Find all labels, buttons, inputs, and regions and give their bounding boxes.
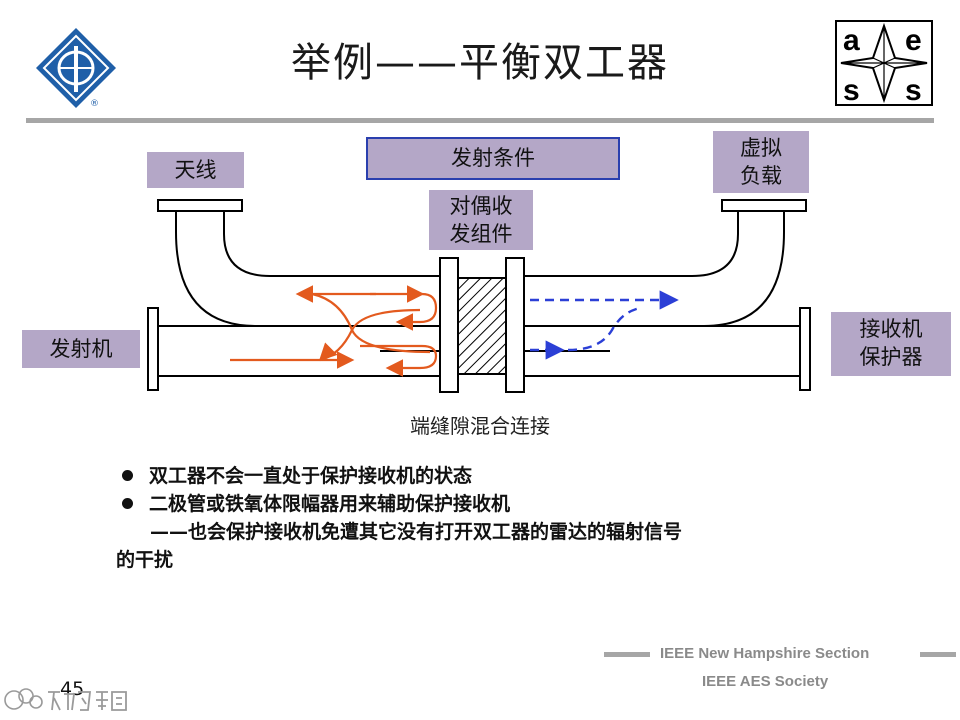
bullet-dot xyxy=(122,498,133,509)
aess-letter-s1: s xyxy=(843,74,860,106)
short-slot-caption: 端缝隙混合连接 xyxy=(410,414,550,438)
receiver-protector-line2: 保护器 xyxy=(859,345,923,369)
right-bend-outer xyxy=(520,211,785,327)
footer-section: IEEE New Hampshire Section xyxy=(660,645,870,662)
receiver-flange xyxy=(799,307,811,391)
gas-tube-section xyxy=(457,277,507,375)
transmit-condition-label: 发射条件 xyxy=(366,137,620,180)
dummy-load-label-line1: 虚拟 xyxy=(740,136,782,160)
footer-line-right xyxy=(920,652,956,657)
dummy-load-label-line2: 负载 xyxy=(740,164,782,188)
bullet-continuation: ——也会保护接收机免遭其它没有打开双工器的雷达的辐射信号 xyxy=(150,521,683,543)
aess-logo: a e s s xyxy=(835,20,933,106)
hybrid-flange-left xyxy=(439,257,459,393)
aess-letter-s2: s xyxy=(905,74,922,106)
tx-cross-2 xyxy=(319,308,421,362)
hybrid-label-line1: 对偶收 xyxy=(449,194,513,218)
bullet-item-2: 二极管或铁氧体限幅器用来辅助保护接收机 xyxy=(116,490,836,518)
left-bend-outer xyxy=(175,211,440,327)
ieee-logo: ® xyxy=(36,28,116,109)
watermark-logo xyxy=(4,688,127,711)
rx-cross xyxy=(567,306,641,352)
hybrid-label-line2: 发组件 xyxy=(449,222,513,246)
aess-letter-e: e xyxy=(905,24,922,57)
hybrid-label: 对偶收 发组件 xyxy=(429,190,533,250)
tx-loop-top xyxy=(370,292,438,331)
hybrid-flange-right xyxy=(505,257,525,393)
dummy-load-flange xyxy=(721,199,807,212)
bullet-continuation-tail: 的干扰 xyxy=(116,549,174,571)
slide-title: 举例——平衡双工器 xyxy=(291,40,669,86)
aess-letter-a: a xyxy=(843,24,860,57)
left-bend-inner xyxy=(223,211,440,277)
footer-line-left xyxy=(604,652,650,657)
receiver-protector-label: 接收机 保护器 xyxy=(831,312,951,376)
footer-society: IEEE AES Society xyxy=(702,673,829,690)
bullet-text: 双工器不会一直处于保护接收机的状态 xyxy=(149,465,473,487)
right-bend-inner xyxy=(520,211,739,277)
antenna-label: 天线 xyxy=(147,152,244,188)
tx-arrow-left-down xyxy=(318,342,338,362)
bullet-dot xyxy=(122,470,133,481)
transmitter-flange xyxy=(147,307,159,391)
bullet-text: 二极管或铁氧体限幅器用来辅助保护接收机 xyxy=(149,493,511,515)
bullet-item-1: 双工器不会一直处于保护接收机的状态 xyxy=(116,462,836,490)
title-divider xyxy=(26,118,934,123)
dummy-load-label: 虚拟 负载 xyxy=(713,131,809,193)
svg-text:®: ® xyxy=(90,99,99,109)
transmitter-label: 发射机 xyxy=(22,330,140,368)
antenna-flange xyxy=(157,199,243,212)
receiver-protector-line1: 接收机 xyxy=(859,317,923,341)
tx-loop-bottom xyxy=(360,344,438,377)
bullet-list: 双工器不会一直处于保护接收机的状态 二极管或铁氧体限幅器用来辅助保护接收机 ——… xyxy=(116,462,836,574)
